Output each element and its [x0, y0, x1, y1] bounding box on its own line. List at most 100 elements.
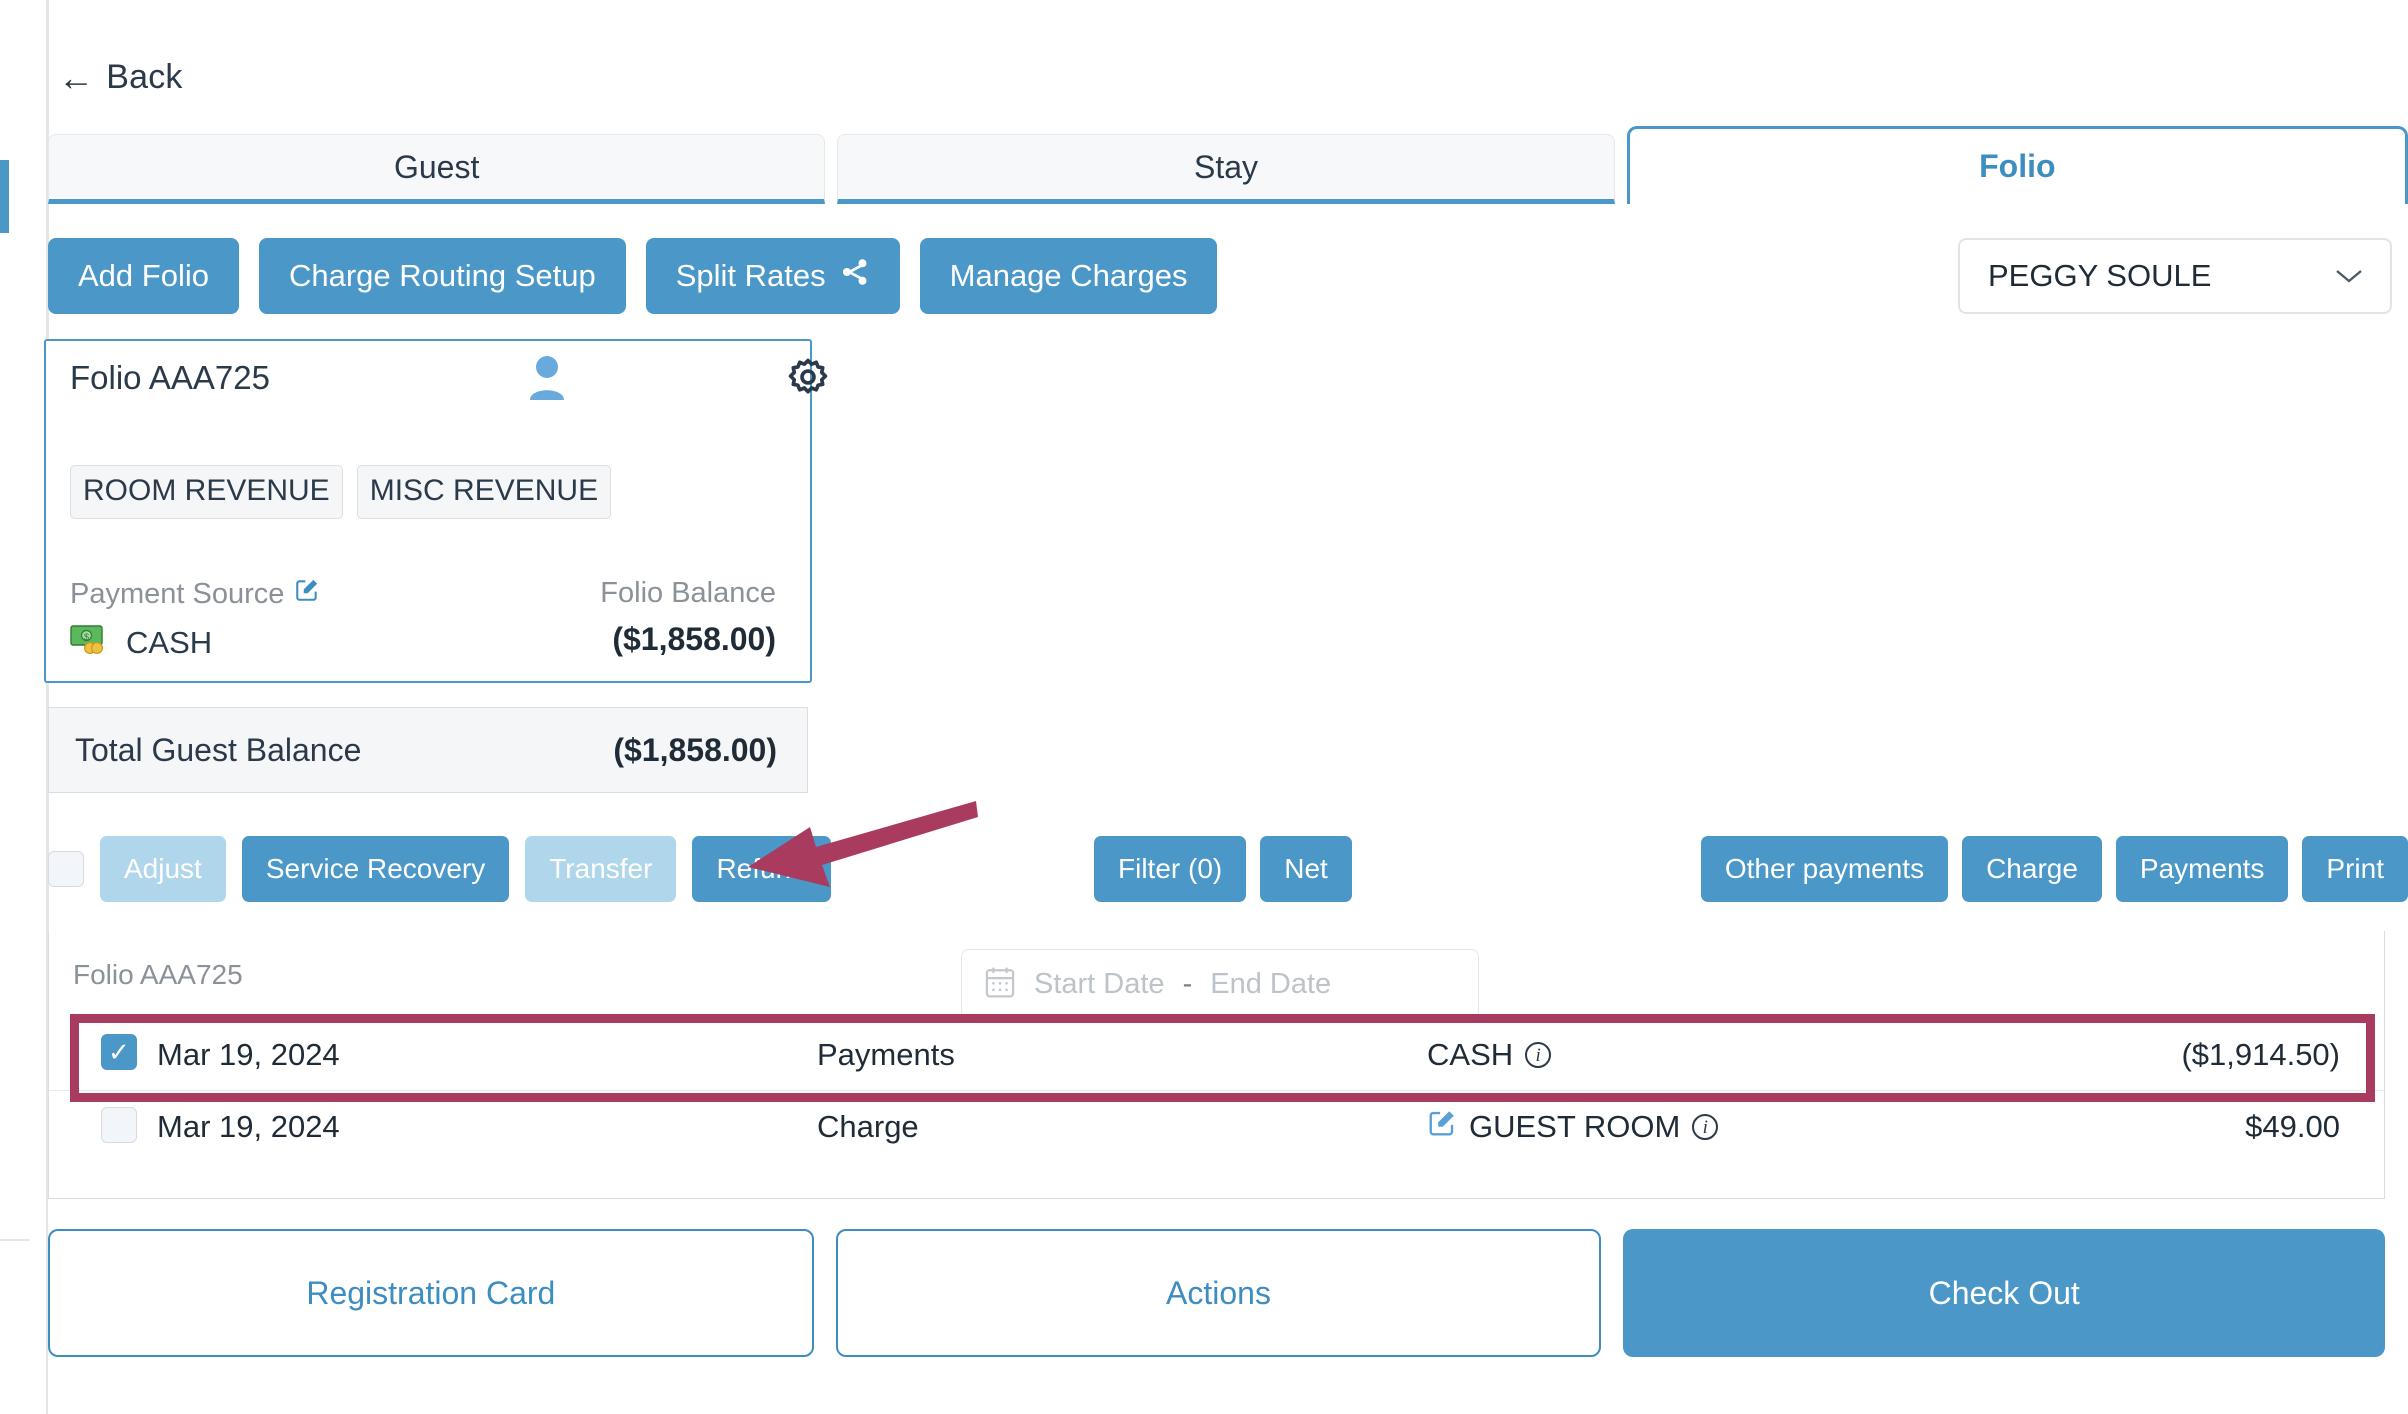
back-button[interactable]: ← Back	[58, 58, 183, 97]
left-rail	[0, 0, 48, 1414]
check-out-button[interactable]: Check Out	[1623, 1229, 2386, 1357]
payments-label: Payments	[2139, 853, 2265, 884]
row-select-checkbox[interactable]	[101, 1034, 137, 1070]
guest-select-value: PEGGY SOULE	[1988, 258, 2212, 293]
tab-bar: Guest Stay Folio	[48, 126, 2408, 204]
chevron-down-icon	[2334, 261, 2364, 292]
folio-balance-value: ($1,858.00)	[612, 621, 776, 657]
info-icon[interactable]: i	[1525, 1041, 1552, 1068]
tab-stay-label: Stay	[1193, 148, 1258, 185]
tab-guest[interactable]: Guest	[48, 134, 826, 204]
print-button[interactable]: Print	[2302, 836, 2408, 902]
add-folio-label: Add Folio	[78, 258, 209, 293]
charge-routing-setup-button[interactable]: Charge Routing Setup	[258, 238, 626, 314]
other-payments-button[interactable]: Other payments	[1700, 836, 1949, 902]
transfer-button[interactable]: Transfer	[525, 836, 677, 902]
end-date-input[interactable]: End Date	[1210, 967, 1332, 1000]
split-rates-label: Split Rates	[675, 258, 826, 293]
person-icon[interactable]	[526, 354, 568, 407]
row-description: GUEST ROOM	[1469, 1109, 1681, 1144]
revenue-tag-misc-label: MISC REVENUE	[369, 474, 599, 507]
payments-button[interactable]: Payments	[2115, 836, 2289, 902]
info-icon[interactable]: i	[1692, 1114, 1719, 1140]
split-rates-button[interactable]: Split Rates	[645, 238, 900, 314]
total-guest-balance: Total Guest Balance ($1,858.00)	[48, 707, 808, 793]
registration-card-label: Registration Card	[306, 1274, 556, 1311]
payment-source-label: Payment Source	[70, 577, 285, 610]
payment-source-value: CASH	[126, 625, 213, 660]
scroll-position-indicator	[0, 160, 9, 233]
transfer-label: Transfer	[549, 853, 653, 884]
row-amount: $49.00	[2245, 1109, 2340, 1144]
select-all-checkbox[interactable]	[48, 851, 84, 887]
arrow-left-icon: ←	[58, 56, 95, 98]
filter-button[interactable]: Filter (0)	[1094, 836, 1247, 902]
table-row[interactable]: Mar 19, 2024 Payments CASH i ($1,914.50)	[49, 1019, 2384, 1091]
adjust-button[interactable]: Adjust	[100, 836, 226, 902]
add-folio-button[interactable]: Add Folio	[48, 238, 239, 314]
row-select-checkbox[interactable]	[101, 1106, 137, 1143]
revenue-tag-list: ROOM REVENUE MISC REVENUE	[70, 465, 612, 519]
payment-source-label-group: Payment Source	[70, 577, 320, 611]
date-range-filter[interactable]: Start Date - End Date	[961, 949, 1479, 1019]
tab-folio[interactable]: Folio	[1626, 126, 2408, 204]
row-description-cell: CASH i	[1427, 1037, 2054, 1073]
row-date: Mar 19, 2024	[157, 1109, 340, 1144]
row-checkbox-cell	[49, 1034, 157, 1075]
revenue-tag-room-label: ROOM REVENUE	[83, 474, 330, 507]
net-label: Net	[1284, 853, 1328, 884]
folio-card-title: Folio AAA725	[70, 359, 270, 396]
folio-action-bar: Add Folio Charge Routing Setup Split Rat…	[48, 238, 1218, 314]
registration-card-button[interactable]: Registration Card	[48, 1229, 814, 1357]
refund-button[interactable]: Refund	[692, 836, 831, 902]
toolbar-right-group: Other payments Charge Payments Print	[1700, 836, 2408, 902]
actions-button[interactable]: Actions	[835, 1229, 1602, 1357]
print-label: Print	[2326, 853, 2384, 884]
transactions-header: Folio AAA725 Start Date -	[49, 931, 2384, 1019]
cash-money-icon: $	[70, 623, 110, 663]
service-recovery-label: Service Recovery	[265, 853, 486, 884]
total-guest-balance-label: Total Guest Balance	[75, 731, 362, 768]
rail-divider	[0, 1239, 30, 1241]
tab-guest-label: Guest	[393, 148, 480, 185]
transactions-panel: Folio AAA725 Start Date -	[48, 931, 2385, 1199]
guest-select[interactable]: PEGGY SOULE	[1958, 238, 2392, 314]
start-date-input[interactable]: Start Date	[1034, 967, 1165, 1000]
charge-routing-setup-label: Charge Routing Setup	[288, 258, 596, 293]
bottom-action-bar: Registration Card Actions Check Out	[48, 1229, 2386, 1357]
row-type: Charge	[817, 1109, 919, 1144]
revenue-tag-room[interactable]: ROOM REVENUE	[70, 465, 343, 519]
row-description-cell: GUEST ROOM i	[1427, 1108, 2054, 1146]
refund-label: Refund	[716, 853, 807, 884]
row-checkbox-cell	[49, 1106, 157, 1148]
toolbar-center-group: Filter (0) Net	[1094, 836, 1352, 902]
charge-label: Charge	[1986, 853, 2078, 884]
service-recovery-button[interactable]: Service Recovery	[241, 836, 510, 902]
transactions-toolbar: Adjust Service Recovery Transfer Refund …	[48, 836, 2408, 916]
table-row[interactable]: Mar 19, 2024 Charge GUEST ROOM i $49.00	[49, 1091, 2384, 1163]
adjust-label: Adjust	[124, 853, 202, 884]
folio-balance-label: Folio Balance	[600, 577, 776, 609]
share-icon	[840, 257, 870, 295]
edit-pencil-icon[interactable]	[294, 577, 320, 611]
folio-card: Folio AAA725 ROOM REVENUE MISC REVENUE	[44, 339, 828, 683]
payment-source-value-group: $ CASH	[70, 623, 212, 663]
check-out-label: Check Out	[1928, 1274, 2080, 1311]
filter-label: Filter (0)	[1118, 853, 1223, 884]
folio-card-header: Folio AAA725	[46, 341, 828, 429]
manage-charges-button[interactable]: Manage Charges	[919, 238, 1218, 314]
charge-button[interactable]: Charge	[1962, 836, 2102, 902]
edit-pencil-icon[interactable]	[1427, 1108, 1457, 1146]
tab-stay[interactable]: Stay	[837, 134, 1615, 204]
back-label: Back	[106, 58, 183, 96]
row-amount: ($1,914.50)	[2181, 1036, 2340, 1072]
calendar-icon	[984, 965, 1016, 1004]
row-type: Payments	[817, 1036, 955, 1072]
net-button[interactable]: Net	[1260, 836, 1352, 902]
actions-label: Actions	[1166, 1274, 1271, 1311]
revenue-tag-misc[interactable]: MISC REVENUE	[356, 465, 612, 519]
gear-icon[interactable]	[786, 355, 830, 404]
transactions-folio-title: Folio AAA725	[73, 959, 243, 990]
svg-text:$: $	[84, 632, 89, 642]
